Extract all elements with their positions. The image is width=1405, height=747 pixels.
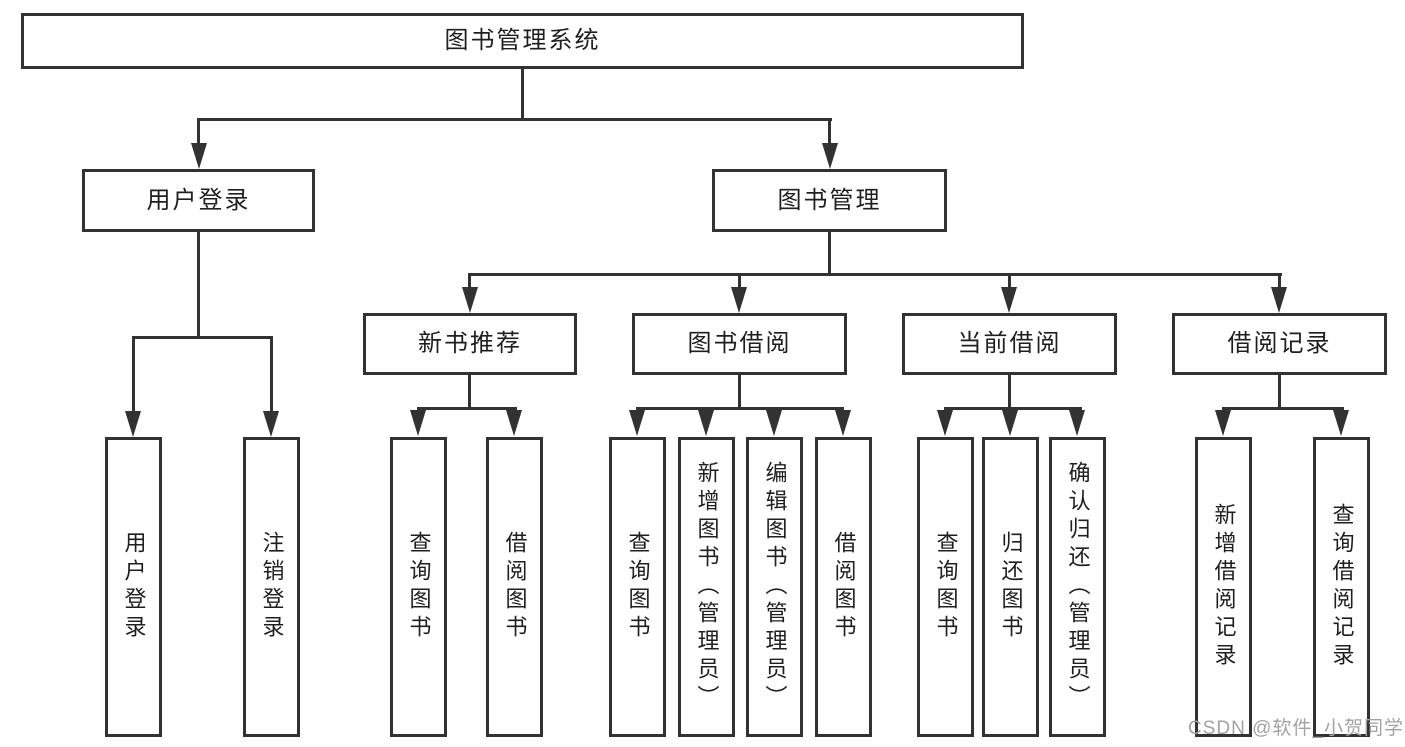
leaf-return-book: 归还图书 — [982, 437, 1039, 737]
node-user-login: 用户登录 — [82, 169, 315, 232]
watermark: CSDN @软件_小贺同学 — [1188, 718, 1404, 739]
arrow-down-icon — [1001, 287, 1017, 313]
arrow-down-icon — [1002, 410, 1018, 436]
leaf-label: 查询图书 — [406, 531, 432, 643]
node-current-borrowing-label: 当前借阅 — [957, 330, 1062, 357]
connector-leaf-rail — [636, 407, 844, 410]
connector-section-drop — [1278, 273, 1281, 289]
leaf-label: 查询借阅记录 — [1329, 503, 1355, 671]
connector-leaf-drop — [132, 336, 135, 414]
connector-leaf-rail — [944, 407, 1082, 410]
arrow-down-icon — [766, 410, 782, 436]
arrow-down-icon — [191, 143, 207, 169]
leaf-label: 新增借阅记录 — [1211, 503, 1237, 671]
arrow-down-icon — [1333, 410, 1349, 436]
arrow-down-icon — [462, 287, 478, 313]
arrow-down-icon — [1069, 410, 1085, 436]
node-book-borrowing: 图书借阅 — [632, 313, 847, 375]
connector-section-drop — [468, 273, 471, 289]
connector-section-drop — [738, 273, 741, 289]
leaf-add-book-admin: 新增图书（管理员） — [678, 437, 735, 737]
arrow-down-icon — [698, 410, 714, 436]
connector-user-login-rail — [132, 336, 273, 339]
arrow-down-icon — [731, 287, 747, 313]
node-library-system-label: 图书管理系统 — [444, 27, 601, 54]
leaf-label: 归还图书 — [998, 531, 1024, 643]
leaf-logout: 注销登录 — [243, 437, 300, 737]
leaf-user-login: 用户登录 — [105, 437, 162, 737]
leaf-label: 查询图书 — [625, 531, 651, 643]
arrow-down-icon — [1271, 287, 1287, 313]
leaf-borrow-book: 借阅图书 — [815, 437, 872, 737]
connector-leaf-rail — [417, 407, 517, 410]
connector-root-stem — [521, 69, 524, 118]
connector-section-stem — [1278, 375, 1281, 408]
leaf-confirm-return-admin: 确认归还（管理员） — [1049, 437, 1106, 737]
leaf-query-book: 查询图书 — [390, 437, 447, 737]
arrow-down-icon — [125, 411, 141, 437]
leaf-label: 注销登录 — [259, 531, 285, 643]
node-current-borrowing: 当前借阅 — [902, 313, 1117, 375]
connector-book-mgmt-drop — [828, 118, 831, 145]
node-user-login-label: 用户登录 — [146, 186, 251, 214]
connector-section-stem — [738, 375, 741, 408]
node-library-system: 图书管理系统 — [21, 13, 1024, 69]
arrow-down-icon — [410, 410, 426, 436]
leaf-edit-book-admin: 编辑图书（管理员） — [746, 437, 803, 737]
leaf-label: 查询图书 — [933, 531, 959, 643]
node-new-book-recommend: 新书推荐 — [363, 313, 577, 375]
node-borrowing-records: 借阅记录 — [1172, 313, 1387, 375]
leaf-label: 用户登录 — [121, 531, 147, 643]
leaf-query-book: 查询图书 — [917, 437, 974, 737]
arrow-down-icon — [835, 410, 851, 436]
leaf-label: 编辑图书（管理员） — [762, 461, 788, 713]
connector-section-drop — [1008, 273, 1011, 289]
arrow-down-icon — [1215, 410, 1231, 436]
connector-level2-rail — [198, 118, 832, 121]
connector-leaf-rail — [1222, 407, 1344, 410]
leaf-borrow-book: 借阅图书 — [486, 437, 543, 737]
connector-book-mgmt-stem — [828, 232, 831, 273]
leaf-label: 新增图书（管理员） — [694, 461, 720, 713]
node-book-borrowing-label: 图书借阅 — [687, 330, 792, 357]
connector-section-stem — [1008, 375, 1011, 408]
node-borrowing-records-label: 借阅记录 — [1227, 330, 1332, 357]
connector-level3-rail — [468, 273, 1282, 276]
leaf-query-borrow-record: 查询借阅记录 — [1313, 437, 1370, 737]
connector-section-stem — [468, 375, 471, 408]
leaf-label: 借阅图书 — [831, 531, 857, 643]
leaf-add-borrow-record: 新增借阅记录 — [1195, 437, 1252, 737]
connector-leaf-drop — [270, 336, 273, 414]
arrow-down-icon — [506, 410, 522, 436]
leaf-query-book: 查询图书 — [609, 437, 666, 737]
arrow-down-icon — [937, 410, 953, 436]
connector-user-login-drop — [197, 118, 200, 145]
node-book-management-label: 图书管理 — [777, 186, 882, 214]
leaf-label: 确认归还（管理员） — [1065, 461, 1091, 713]
arrow-down-icon — [822, 143, 838, 169]
arrow-down-icon — [263, 411, 279, 437]
leaf-label: 借阅图书 — [502, 531, 528, 643]
node-new-book-recommend-label: 新书推荐 — [418, 330, 522, 357]
node-book-management: 图书管理 — [712, 169, 947, 232]
arrow-down-icon — [629, 410, 645, 436]
connector-user-login-stem — [197, 232, 200, 336]
